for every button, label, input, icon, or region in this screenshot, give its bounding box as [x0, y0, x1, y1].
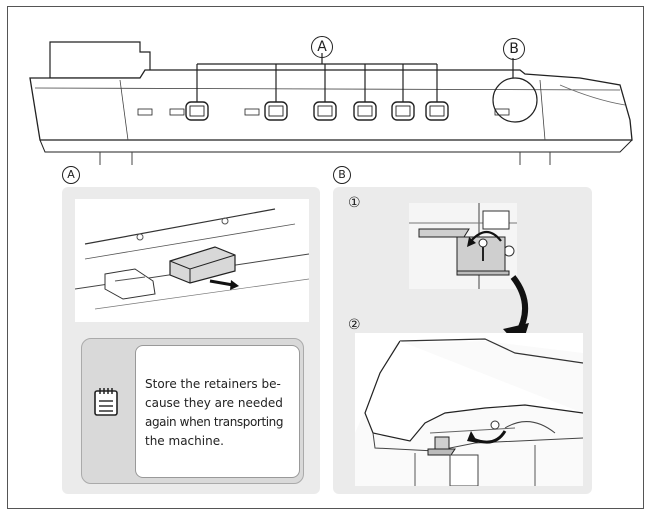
step-2-photo — [355, 333, 583, 486]
printer-overview-illustration — [29, 41, 633, 165]
callout-b-label: B — [503, 38, 525, 60]
note-text: Store the retainers be- cause they are n… — [145, 375, 295, 451]
step-2-label: ② — [348, 317, 361, 333]
step-1-photo — [409, 203, 517, 289]
panel-a-label: A — [62, 166, 80, 184]
note-line-1: Store the retainers be- — [145, 377, 281, 391]
note-line-3: again when transporting — [145, 415, 284, 429]
memo-icon — [94, 388, 118, 416]
step-1-label: ① — [348, 195, 361, 211]
panel-b-label: B — [333, 166, 351, 184]
callout-a-label: A — [311, 36, 333, 58]
note-line-4: the machine. — [145, 434, 224, 448]
note-line-2: cause they are needed — [145, 396, 283, 410]
retainer-removal-photo — [75, 199, 309, 322]
note-text-box: Store the retainers be- cause they are n… — [135, 345, 300, 478]
note-box: Store the retainers be- cause they are n… — [81, 338, 304, 484]
